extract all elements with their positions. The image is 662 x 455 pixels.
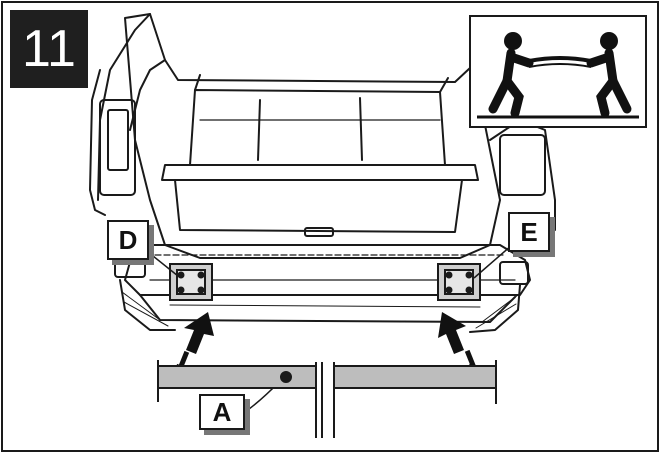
load-floor — [161, 164, 479, 181]
body-left-side — [89, 69, 106, 216]
cross-beam-right — [333, 365, 497, 389]
tyre-right — [469, 284, 521, 333]
leader-d — [147, 251, 179, 277]
callout-d: D — [107, 220, 149, 260]
callout-a: A — [199, 394, 245, 430]
cargo-area — [189, 89, 446, 166]
callout-e: E — [508, 212, 550, 252]
lamp-right — [499, 261, 529, 285]
lower-valance — [139, 294, 516, 323]
cross-beam-left — [157, 365, 317, 389]
step-number-badge: 11 — [10, 10, 88, 88]
tyre-left — [119, 279, 176, 331]
tailgate-frame — [124, 13, 501, 259]
two-person-lift-inset — [469, 15, 647, 128]
two-person-lift-icon — [477, 32, 639, 119]
leader-e — [473, 244, 513, 279]
